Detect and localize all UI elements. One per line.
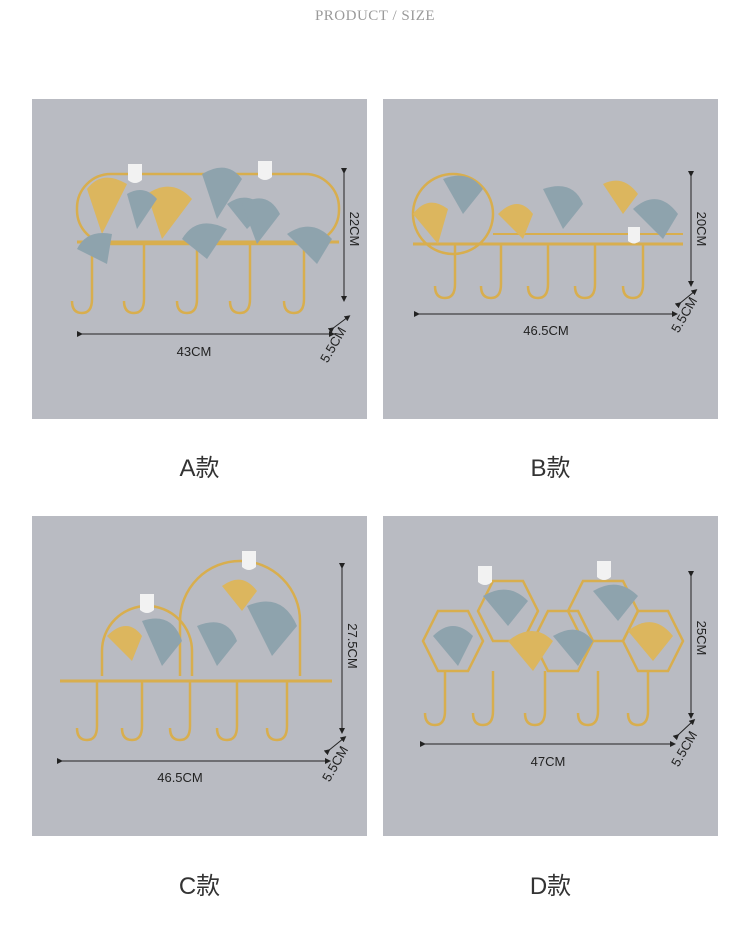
height-dimension: 27.5CM bbox=[345, 623, 360, 669]
variant-label-a: A款 bbox=[179, 455, 220, 482]
wall-hook-left bbox=[478, 566, 492, 585]
product-image-d: 47CM 25CM 5.5CM bbox=[383, 516, 718, 836]
product-d-illustration: 47CM 25CM 5.5CM bbox=[420, 561, 709, 769]
product-image-a: 43CM 22CM 5.5CM bbox=[32, 99, 367, 419]
hooks bbox=[423, 671, 650, 727]
width-dimension: 43CM bbox=[177, 344, 212, 359]
hooks bbox=[75, 681, 289, 742]
depth-dimension-line bbox=[327, 315, 351, 334]
product-image-c: 46.5CM 27.5CM 5.5CM bbox=[32, 516, 367, 836]
height-dimension: 20CM bbox=[694, 212, 709, 247]
ginkgo-leaves bbox=[77, 167, 332, 264]
depth-dimension-line bbox=[674, 289, 698, 309]
product-image-b: 46.5CM 20CM 5.5CM bbox=[383, 99, 718, 419]
product-a-illustration: 43CM 22CM 5.5CM bbox=[70, 161, 362, 365]
depth-dimension: 5.5CM bbox=[319, 743, 351, 784]
wall-hook-right bbox=[242, 551, 256, 570]
depth-dimension-line bbox=[323, 736, 347, 756]
depth-dimension: 5.5CM bbox=[668, 728, 700, 769]
wall-hook-right bbox=[597, 561, 611, 580]
page-title: PRODUCT / SIZE bbox=[314, 8, 436, 24]
depth-dimension-line bbox=[672, 718, 696, 741]
ginkgo-leaves bbox=[107, 579, 297, 666]
depth-dimension: 5.5CM bbox=[668, 294, 700, 335]
hooks bbox=[433, 244, 645, 300]
depth-dimension: 5.5CM bbox=[317, 324, 349, 365]
product-b-illustration: 46.5CM 20CM 5.5CM bbox=[411, 171, 709, 338]
wall-hook-right bbox=[258, 161, 272, 180]
width-dimension: 47CM bbox=[531, 754, 566, 769]
variant-label-b: B款 bbox=[530, 455, 571, 482]
hooks bbox=[70, 242, 306, 315]
height-dimension: 22CM bbox=[347, 212, 362, 247]
product-c-illustration: 46.5CM 27.5CM 5.5CM bbox=[57, 551, 360, 785]
ginkgo-leaves bbox=[413, 175, 678, 244]
wall-hook-left bbox=[128, 164, 142, 183]
wall-hook bbox=[628, 227, 640, 244]
variant-label-c: C款 bbox=[178, 873, 221, 900]
wall-hook-left bbox=[140, 594, 154, 613]
width-dimension: 46.5CM bbox=[157, 770, 203, 785]
frame-large-arch bbox=[178, 559, 302, 676]
ginkgo-leaves bbox=[433, 584, 673, 671]
variant-label-d: D款 bbox=[529, 873, 572, 900]
height-dimension: 25CM bbox=[694, 621, 709, 656]
width-dimension: 46.5CM bbox=[523, 323, 569, 338]
